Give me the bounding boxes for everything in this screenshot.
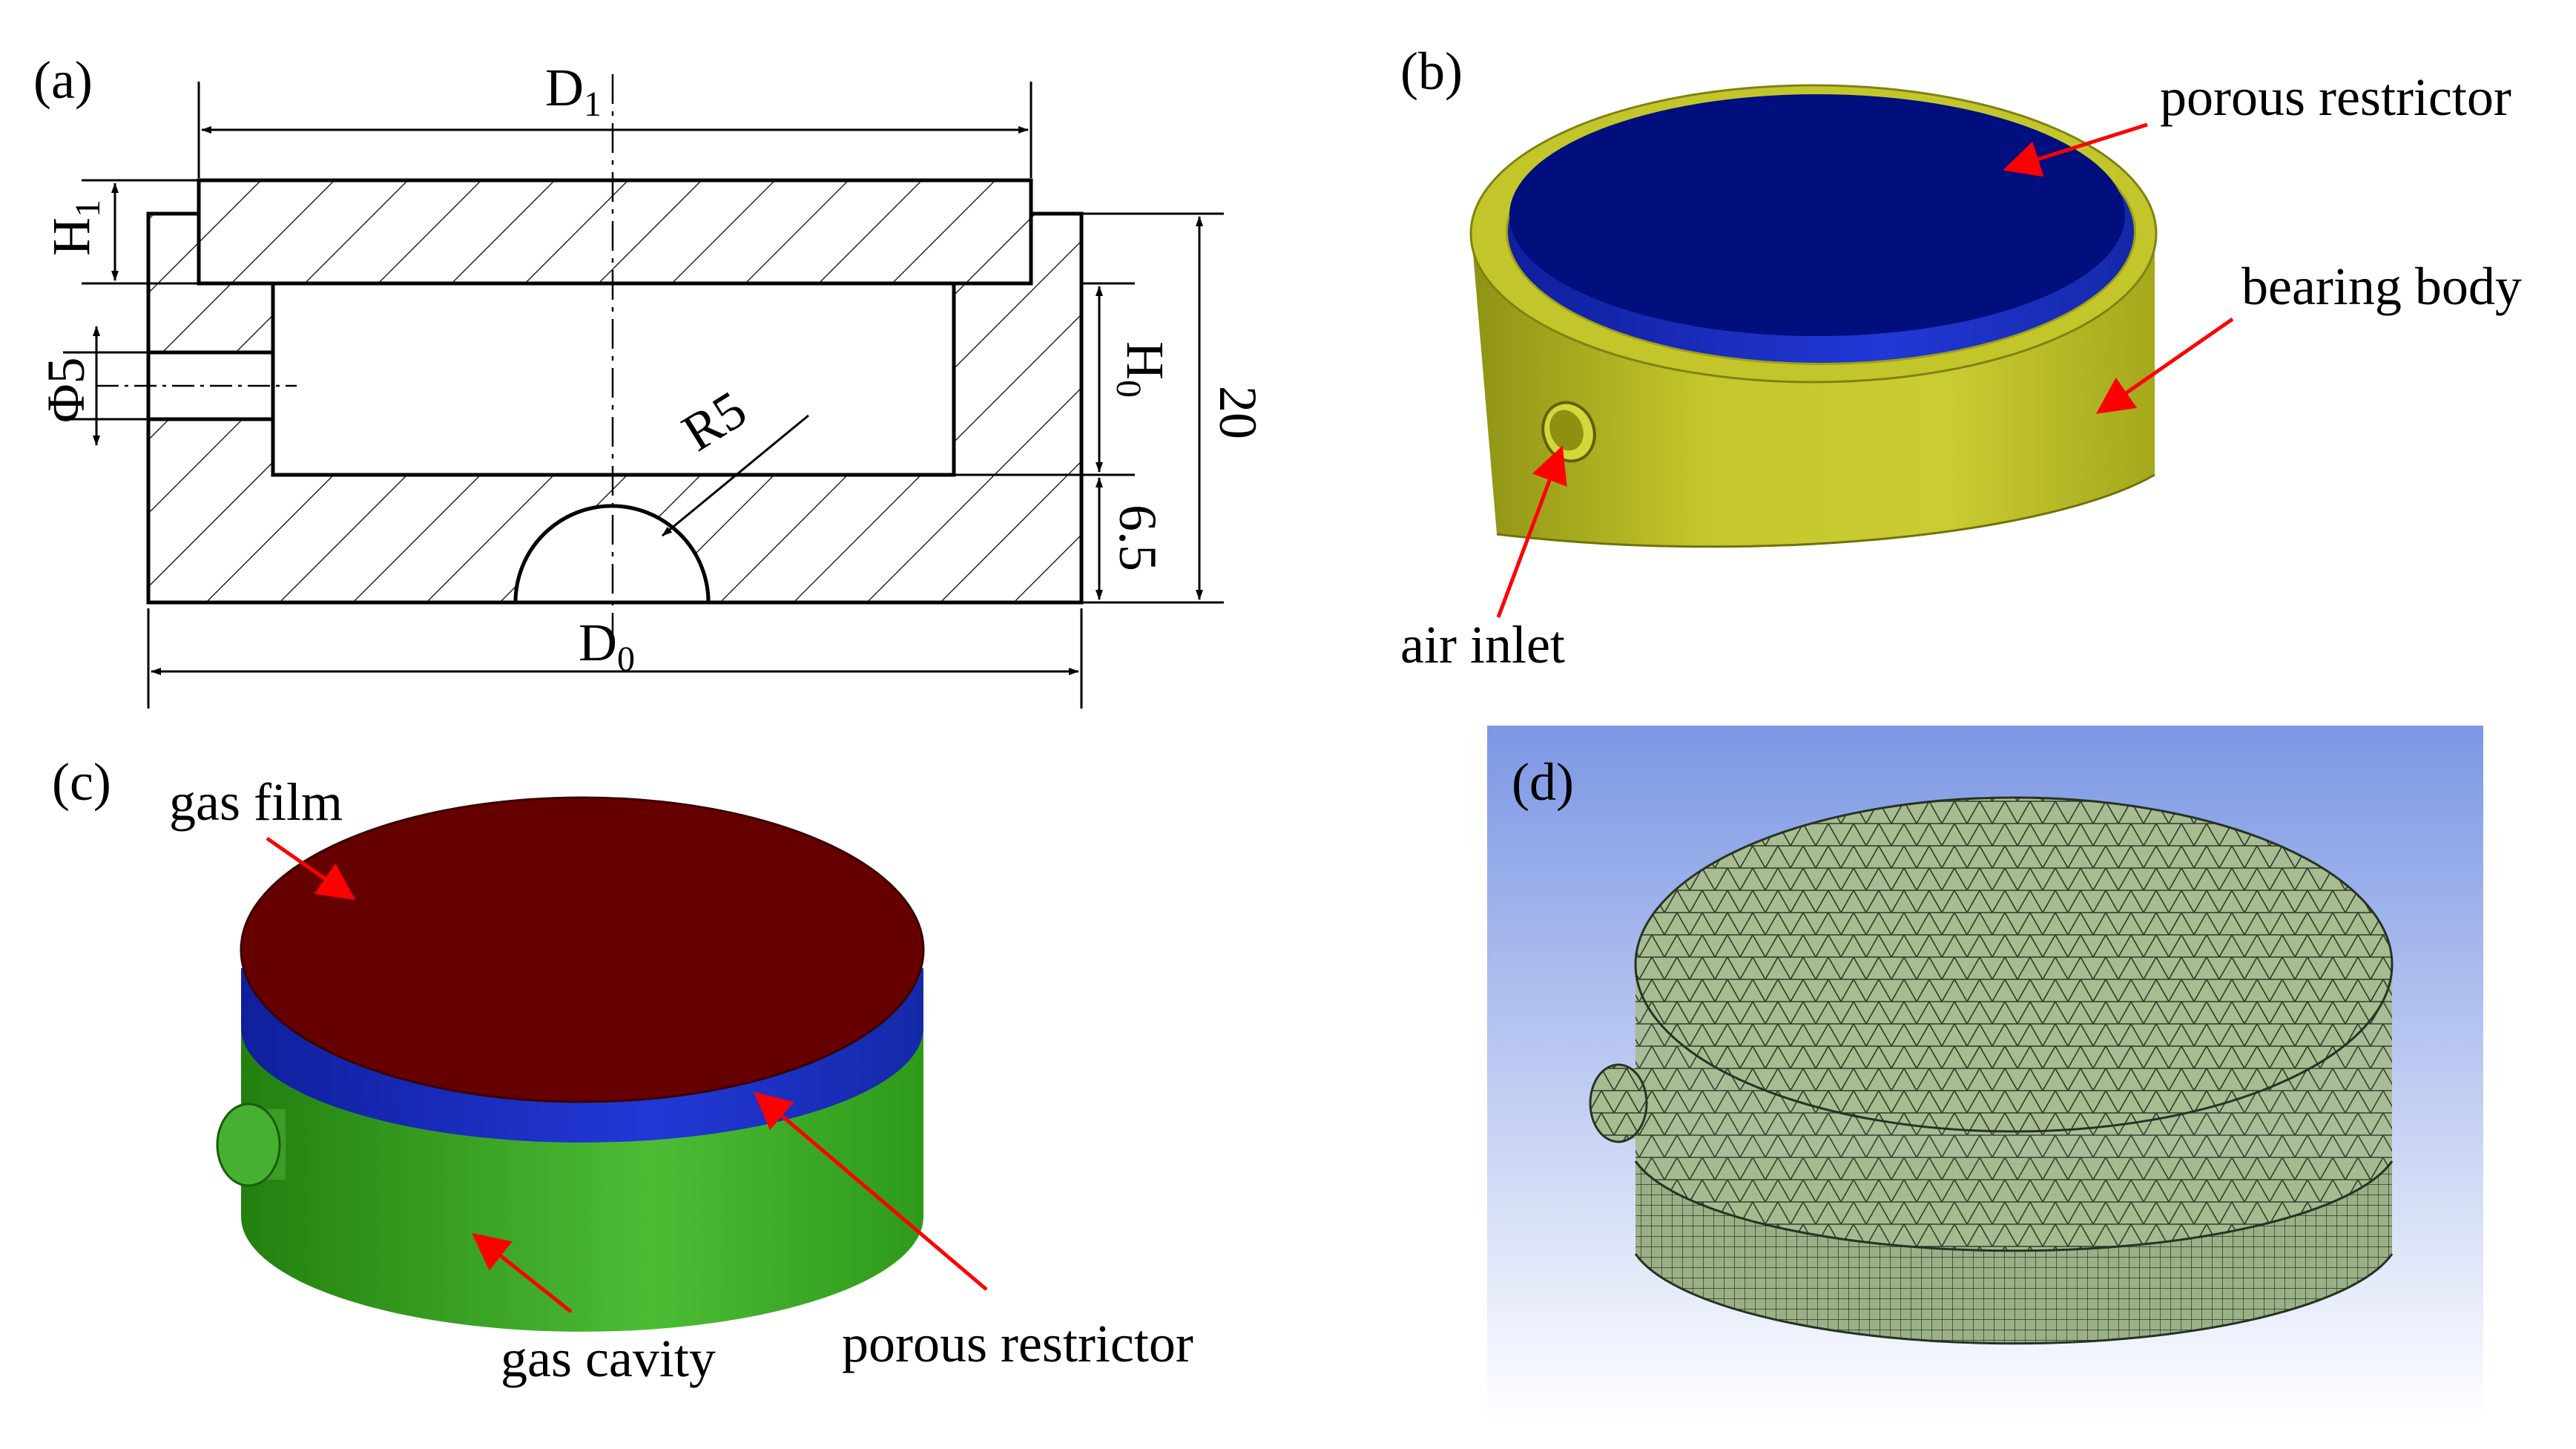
- d1-label: D1: [545, 58, 602, 124]
- mesh-inlet: [1589, 1063, 1648, 1143]
- label-air-inlet: air inlet: [1400, 615, 1565, 674]
- h0-label: H0: [1109, 341, 1175, 398]
- label-bearing-body: bearing body: [2241, 257, 2522, 316]
- label-gas-cavity: gas cavity: [501, 1329, 716, 1388]
- label-gas-film: gas film: [169, 772, 343, 832]
- panel-label-b: (b): [1400, 42, 1463, 101]
- bottom-dimension-label: 6.5: [1108, 505, 1167, 571]
- panel-d: (d): [1487, 726, 2483, 1423]
- panel-b: (b) porous restrictor bearing body air i…: [1400, 42, 2522, 674]
- panel-label-c: (c): [52, 752, 111, 812]
- phi5-label: Φ5: [36, 357, 96, 423]
- panel-c: (c) gas film gas cavity porous restricto…: [52, 752, 1193, 1388]
- h1-label: H1: [42, 200, 108, 256]
- arrow-bearing-body: [2095, 317, 2234, 414]
- arrow-air-inlet: [1496, 445, 1567, 618]
- label-porous-restrictor-b: porous restrictor: [2160, 68, 2511, 127]
- panel-a: (a) D1 D0 H1 Φ5: [33, 50, 1268, 709]
- arrow-gas-film: [266, 836, 356, 900]
- arrow-porous-restrictor-b: [2003, 122, 2148, 177]
- total-height-label: 20: [1208, 386, 1268, 439]
- porous-restrictor-top: [1509, 94, 2125, 336]
- panel-label-d: (d): [1512, 752, 1574, 812]
- gas-cavity-inlet: [216, 1103, 281, 1187]
- d0-label: D0: [579, 613, 635, 679]
- r5-leader: [662, 414, 809, 537]
- arrow-gas-cavity: [472, 1232, 573, 1313]
- mesh-top: [1634, 796, 2394, 1133]
- label-porous-restrictor-c: porous restrictor: [842, 1314, 1193, 1373]
- gas-film-top: [240, 796, 925, 1103]
- porous-restrictor-section: [197, 178, 1033, 286]
- arrow-porous-restrictor-c: [754, 1091, 988, 1291]
- panel-label-a: (a): [33, 50, 93, 110]
